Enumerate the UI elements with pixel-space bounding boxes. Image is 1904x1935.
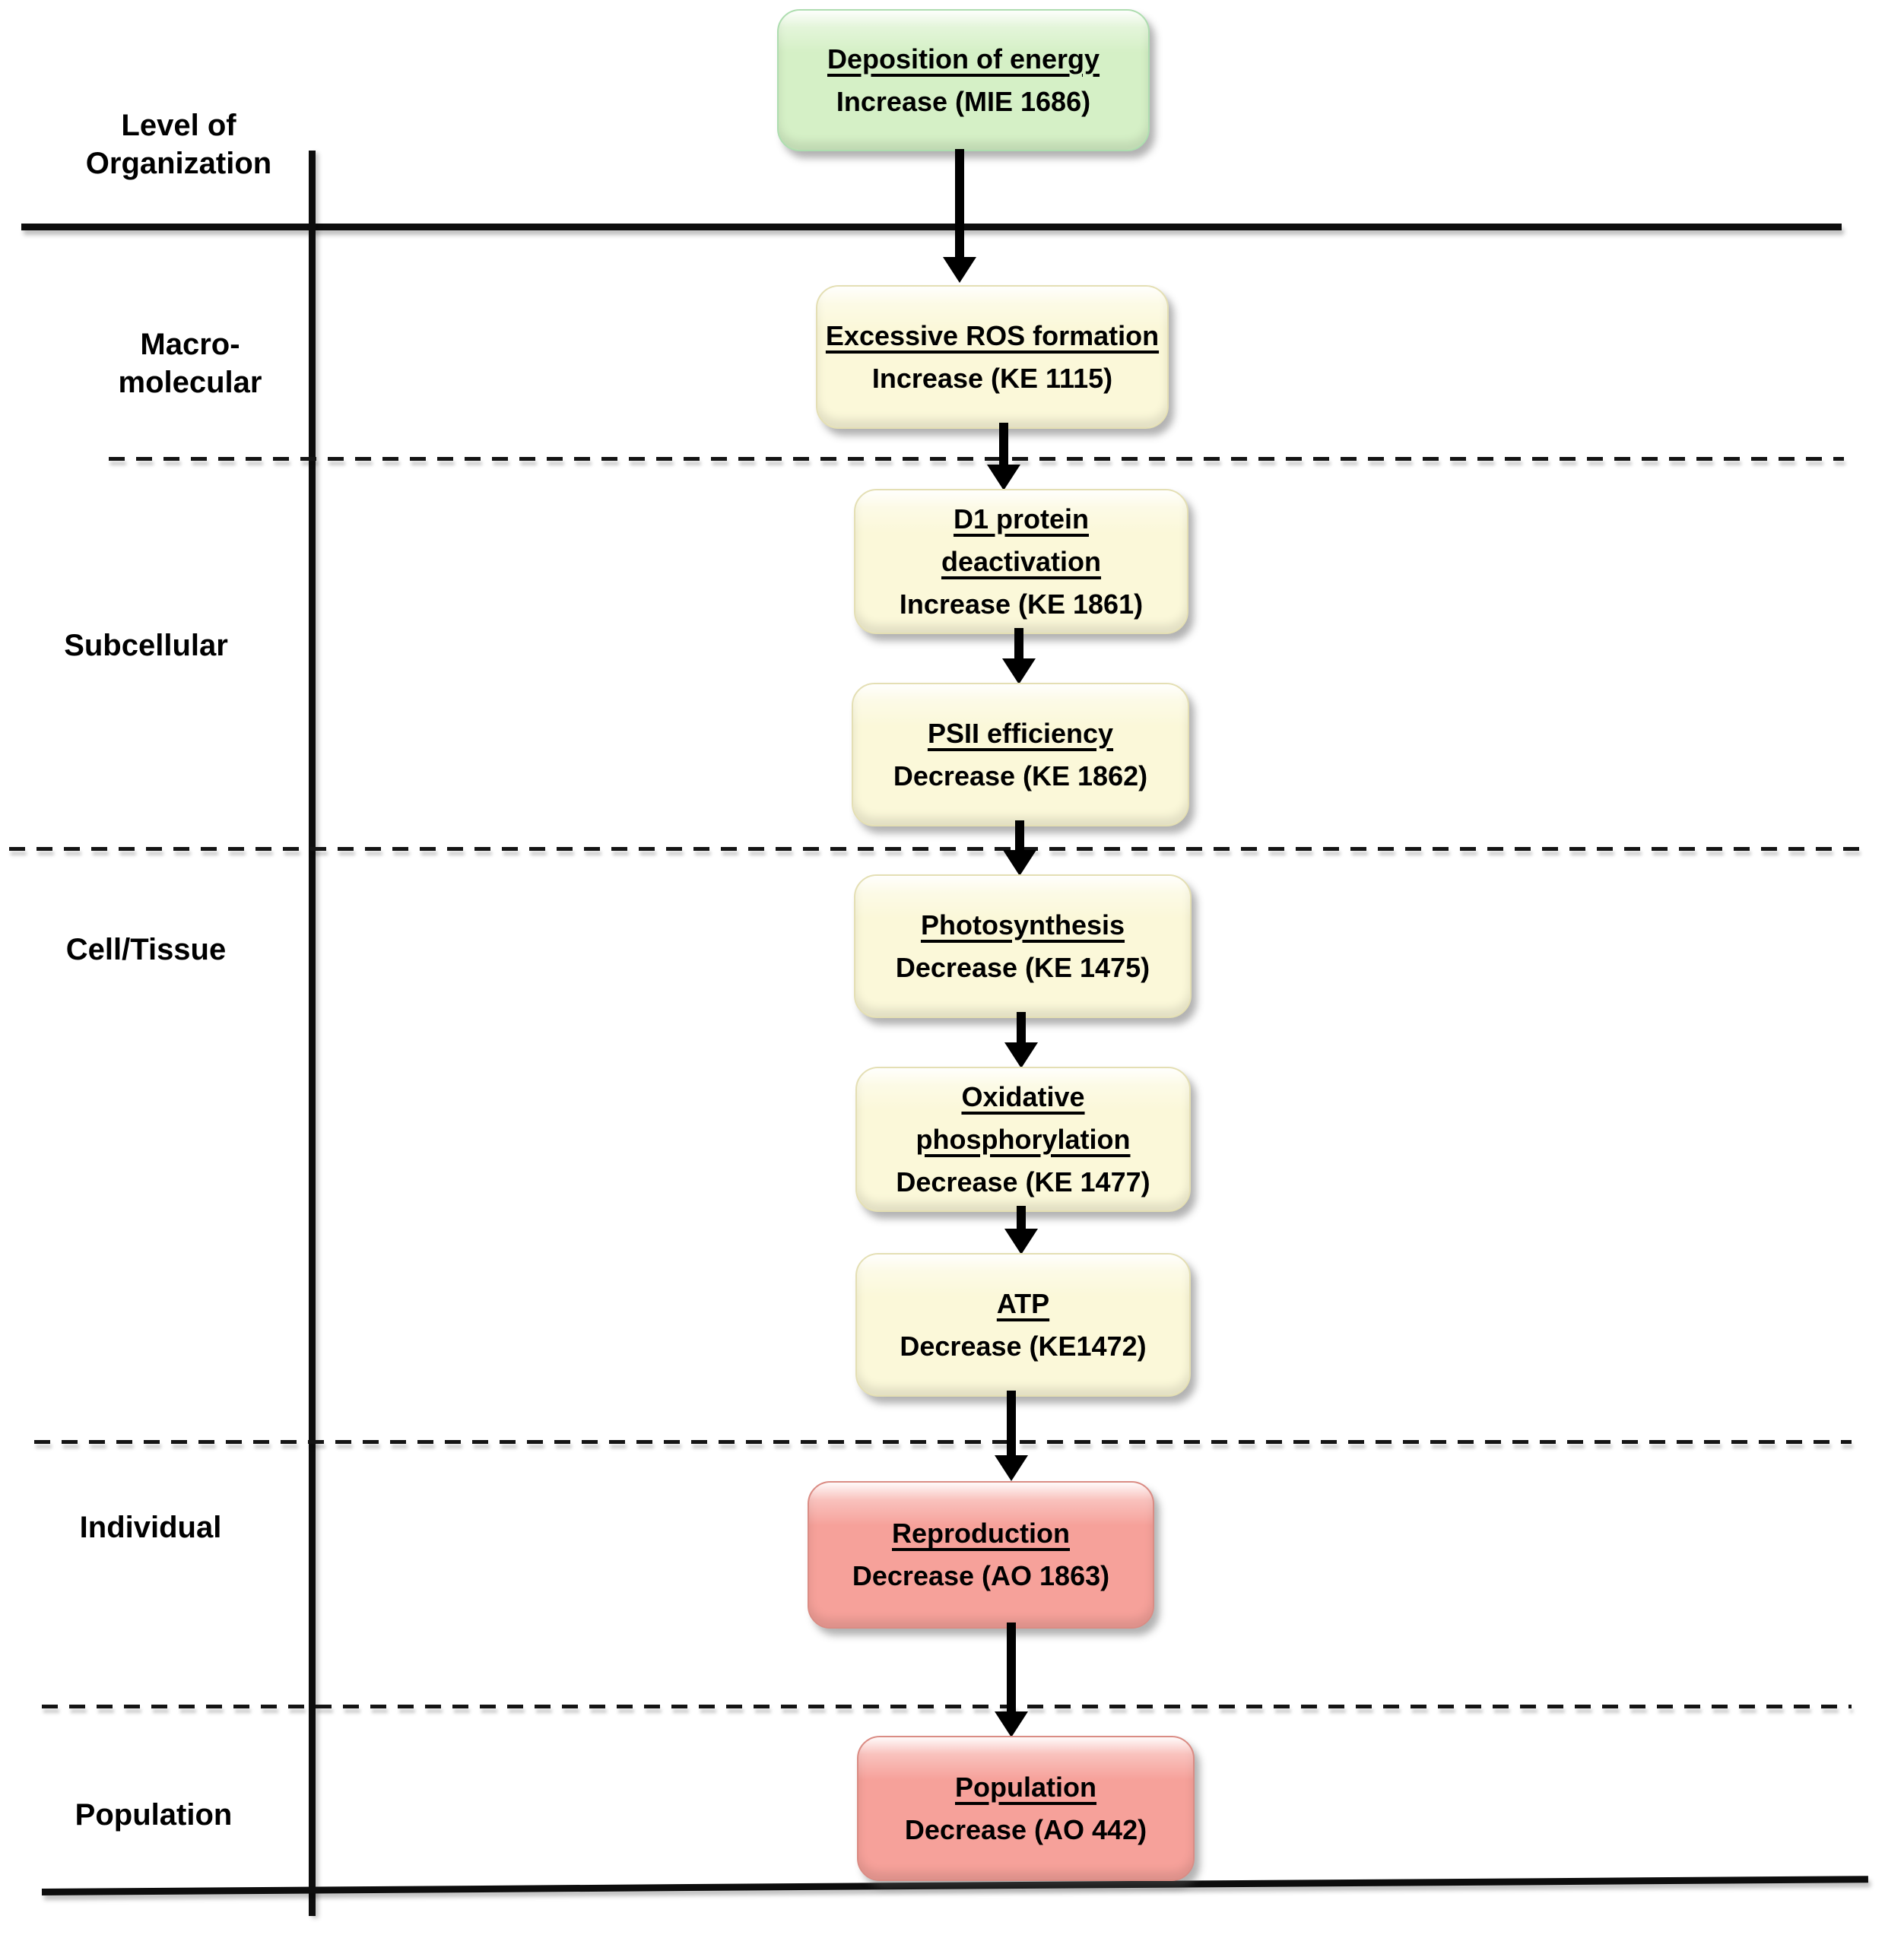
node-ao-442: Population Decrease (AO 442) — [857, 1736, 1195, 1881]
node-subtitle: Decrease (KE 1475) — [895, 951, 1150, 983]
node-title: Population — [955, 1771, 1096, 1803]
node-ke-1861: D1 protein deactivation Increase (KE 186… — [854, 489, 1188, 634]
node-title: PSII efficiency — [927, 717, 1114, 749]
node-title: Reproduction — [892, 1518, 1070, 1549]
axis-vertical-line — [309, 151, 316, 1916]
level-divider-3 — [34, 1440, 1852, 1444]
node-title: D1 protein deactivation — [941, 503, 1102, 577]
flow-arrow-3 — [1002, 628, 1036, 684]
node-ke-1472: ATP Decrease (KE1472) — [855, 1253, 1191, 1397]
flow-arrow-7 — [995, 1391, 1028, 1481]
node-title: ATP — [996, 1287, 1050, 1319]
axis-title: Level of Organization — [85, 109, 272, 180]
flow-arrow-2 — [987, 423, 1020, 490]
flow-arrow-4 — [1003, 820, 1036, 876]
level-divider-2 — [9, 847, 1871, 851]
level-divider-1 — [109, 457, 1844, 461]
node-title: Photosynthesis — [920, 909, 1125, 941]
level-label-macro-molecular: Macro-molecular — [118, 328, 262, 399]
level-label-population: Population — [75, 1798, 233, 1832]
flow-arrow-5 — [1004, 1012, 1038, 1068]
node-subtitle: Decrease (KE 1862) — [893, 760, 1148, 791]
node-ao-1863: Reproduction Decrease (AO 1863) — [808, 1481, 1154, 1629]
node-subtitle: Increase (KE 1861) — [899, 588, 1144, 620]
node-subtitle: Increase (KE 1115) — [871, 362, 1113, 394]
node-title: Deposition of energy — [827, 43, 1100, 75]
node-ke-1115: Excessive ROS formation Increase (KE 111… — [816, 285, 1169, 429]
level-label-subcellular: Subcellular — [64, 629, 228, 662]
node-ke-1475: Photosynthesis Decrease (KE 1475) — [854, 874, 1192, 1018]
node-subtitle: Increase (MIE 1686) — [836, 85, 1091, 117]
node-subtitle: Decrease (AO 1863) — [852, 1560, 1110, 1591]
node-subtitle: Decrease (KE 1477) — [896, 1166, 1150, 1197]
node-ke-1477: Oxidative phosphorylation Decrease (KE 1… — [855, 1067, 1191, 1212]
level-divider-4 — [42, 1705, 1852, 1708]
node-mie-1686: Deposition of energy Increase (MIE 1686) — [777, 9, 1150, 151]
flow-arrow-1 — [943, 149, 976, 283]
node-subtitle: Decrease (KE1472) — [900, 1330, 1147, 1362]
node-title: Excessive ROS formation — [825, 319, 1160, 351]
level-label-individual: Individual — [79, 1511, 222, 1544]
flow-arrow-6 — [1004, 1206, 1038, 1255]
node-title: Oxidative phosphorylation — [916, 1080, 1131, 1155]
node-ke-1862: PSII efficiency Decrease (KE 1862) — [852, 683, 1189, 826]
level-label-cell-tissue: Cell/Tissue — [65, 933, 227, 966]
node-subtitle: Decrease (AO 442) — [904, 1813, 1147, 1845]
axis-top-line — [21, 224, 1842, 230]
flow-arrow-8 — [995, 1623, 1028, 1737]
